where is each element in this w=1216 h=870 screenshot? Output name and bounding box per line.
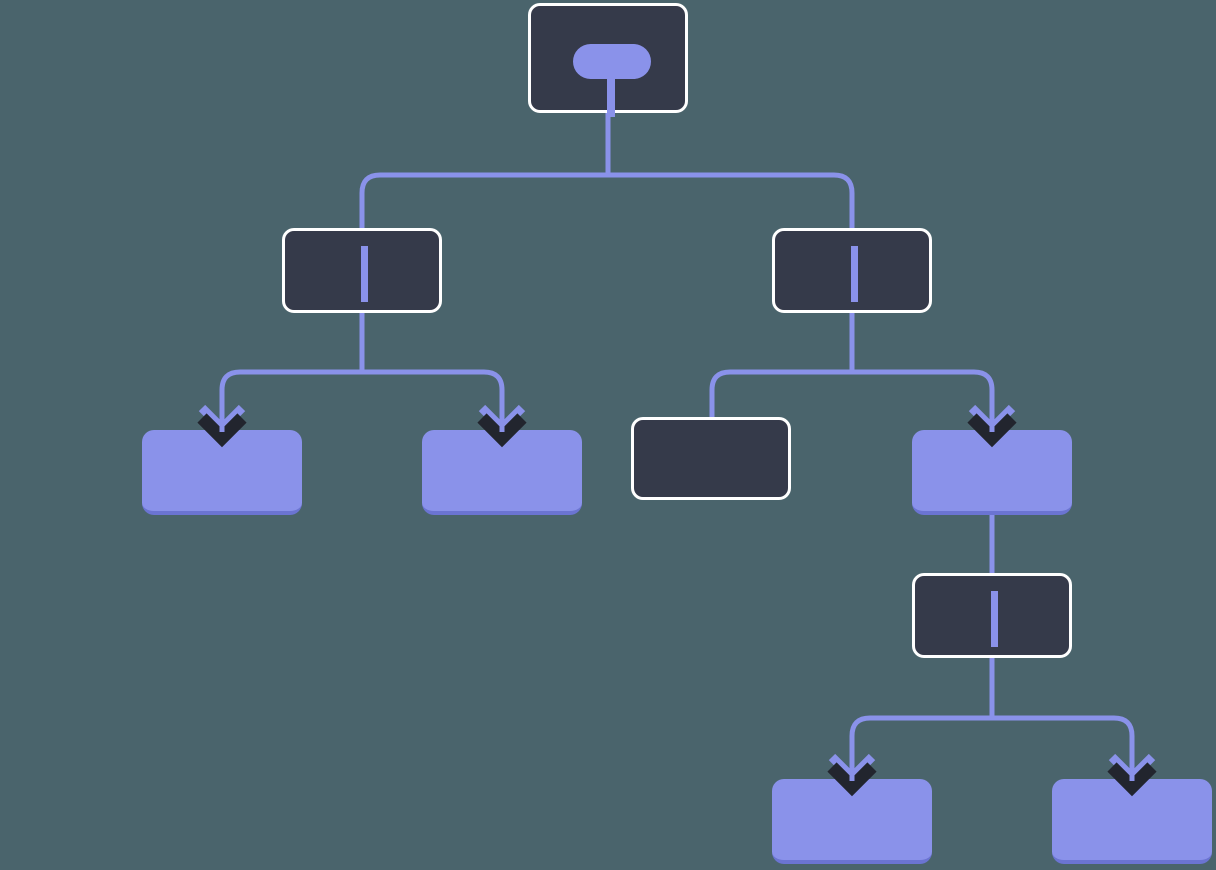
node-pill-marker (573, 44, 651, 79)
tree-node-n6[interactable] (912, 430, 1072, 515)
tree-node-n9[interactable] (1052, 779, 1212, 864)
tree-node-n7[interactable] (912, 573, 1072, 658)
node-through-line-marker (851, 246, 858, 302)
node-through-line-marker (991, 591, 998, 647)
tree-node-n4[interactable] (422, 430, 582, 515)
tree-node-n5[interactable] (631, 417, 791, 500)
tree-node-n0[interactable] (528, 3, 688, 117)
tree-node-n3[interactable] (142, 430, 302, 515)
node-through-line-marker (361, 246, 368, 302)
node-stem-marker (607, 77, 615, 117)
tree-node-n2[interactable] (772, 228, 932, 313)
tree-node-n1[interactable] (282, 228, 442, 313)
tree-node-n8[interactable] (772, 779, 932, 864)
